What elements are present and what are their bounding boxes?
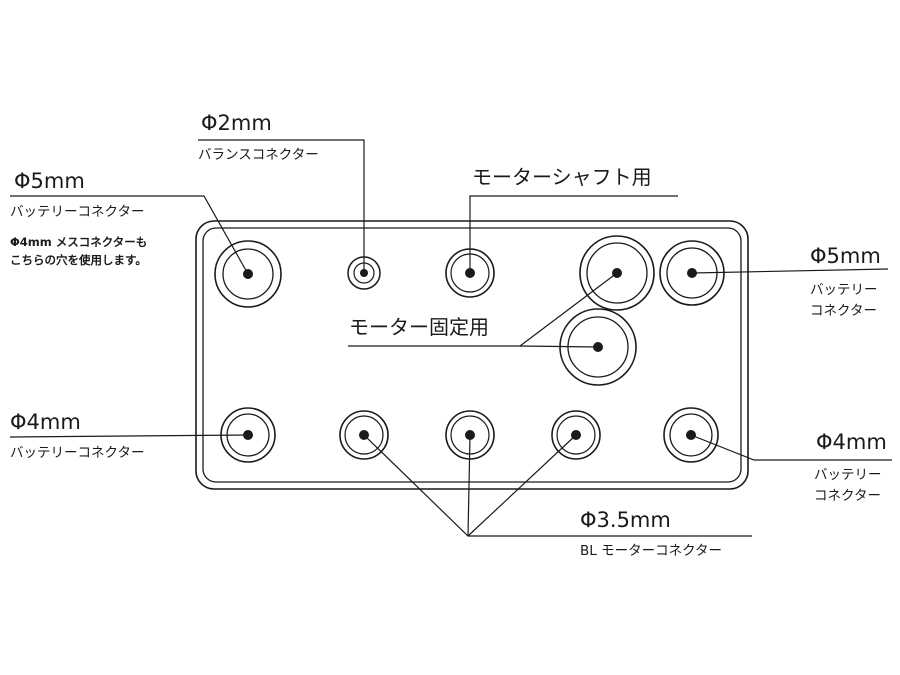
balance-name-label: バランスコネクター bbox=[198, 147, 319, 163]
leader-bl-motor-3 bbox=[467, 434, 577, 537]
bottom-right-size-label: Φ4mm bbox=[816, 430, 887, 454]
motor-shaft-label: モーターシャフト用 bbox=[472, 165, 652, 189]
plate-inner-outline bbox=[202, 227, 742, 483]
leader-motor-mount-2 bbox=[519, 345, 599, 348]
motor-mount-label: モーター固定用 bbox=[349, 315, 489, 339]
leader-motor-shaft bbox=[469, 195, 678, 273]
leader-bl-motor-2 bbox=[467, 434, 471, 537]
bottom-left-size-label: Φ4mm bbox=[10, 410, 81, 434]
bottom-right-name-line1: バッテリー bbox=[814, 467, 882, 483]
top-left-note-line1: Φ4mm メスコネクターも bbox=[10, 235, 148, 249]
top-right-name-line2: コネクター bbox=[810, 303, 877, 319]
top-left-name-label: バッテリーコネクター bbox=[10, 204, 145, 220]
top-left-size-label: Φ5mm bbox=[14, 169, 85, 193]
bottom-left-name-label: バッテリーコネクター bbox=[10, 445, 145, 461]
top-right-size-label: Φ5mm bbox=[810, 244, 881, 268]
leader-balance bbox=[198, 139, 365, 273]
hole-battery-4mm-bottom-right bbox=[663, 407, 719, 463]
bl-motor-name-label: BL モーターコネクター bbox=[580, 543, 723, 559]
leader-top-right bbox=[691, 268, 889, 274]
leader-bottom-left bbox=[9, 434, 249, 438]
balance-size-label: Φ2mm bbox=[201, 111, 272, 135]
top-right-name-line1: バッテリー bbox=[810, 282, 878, 298]
bottom-right-name-line2: コネクター bbox=[814, 488, 881, 504]
top-left-note-line2: こちらの穴を使用します。 bbox=[10, 253, 147, 267]
leader-bottom-right bbox=[690, 434, 892, 461]
bl-motor-size-label: Φ3.5mm bbox=[580, 508, 671, 532]
plate-outer-outline bbox=[195, 220, 749, 490]
leader-top-left bbox=[10, 195, 249, 275]
